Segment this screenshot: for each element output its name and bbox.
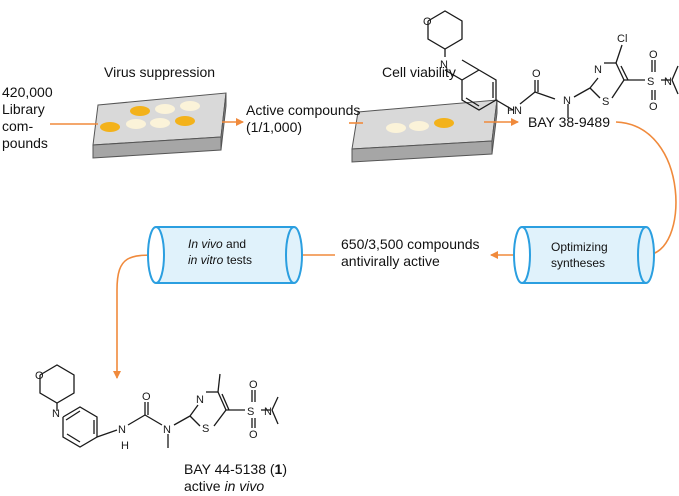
antiviral-line1: 650/3,500 compounds [341, 236, 480, 252]
active-compounds-line2: (1/1,000) [246, 119, 303, 135]
library-label-line4: pounds [2, 135, 48, 151]
active-compounds-line1: Active compounds [246, 102, 361, 118]
cell-viability-label: Cell viability [382, 64, 456, 80]
optimizing-line2: syntheses [551, 256, 606, 270]
final-compound-activity: active in vivo [184, 478, 265, 494]
tests-line2: in vitro tests [188, 253, 253, 267]
well [180, 101, 200, 111]
library-count: 420,000 [2, 84, 53, 100]
atom-n: N [514, 105, 522, 117]
atom-n: N [594, 64, 602, 76]
arrow-bay-to-optimizing [615, 121, 677, 256]
library-label-line2: Library [2, 101, 45, 117]
well [126, 119, 146, 129]
atom-n: N [163, 424, 171, 436]
atom-o: O [532, 68, 541, 80]
atom-s: S [202, 423, 209, 435]
atom-h: H [507, 105, 515, 117]
atom-s: S [602, 96, 609, 108]
cell-viability-plate [351, 99, 498, 163]
atom-n: N [196, 394, 204, 406]
atom-o: O [249, 379, 258, 391]
optimizing-line1: Optimizing [551, 240, 608, 254]
atom-n: N [664, 76, 672, 88]
atom-n: N [264, 406, 272, 418]
atom-n: N [52, 408, 60, 420]
well-yellow [130, 106, 150, 116]
atom-n: N [118, 424, 126, 436]
atom-s: S [247, 406, 254, 418]
atom-o: O [649, 101, 658, 113]
well [155, 104, 175, 114]
atom-s: S [647, 76, 654, 88]
well [150, 118, 170, 128]
atom-n: N [563, 95, 571, 107]
virus-suppression-label: Virus suppression [104, 64, 216, 80]
atom-o: O [142, 391, 151, 403]
atom-o: O [649, 49, 658, 61]
molecule-bay-44-5138 [39, 364, 279, 448]
atom-o: O [35, 370, 44, 382]
atom-o: O [249, 429, 258, 441]
final-compound-name: BAY 44-5138 (1) [184, 461, 288, 477]
well-yellow [434, 118, 454, 128]
antiviral-line2: antivirally active [341, 253, 440, 269]
virus-suppression-plate [92, 92, 227, 159]
tests-line1: In vivo and [188, 237, 247, 251]
tests-cylinder [147, 226, 303, 284]
well-yellow [100, 122, 120, 132]
atom-h: H [121, 440, 129, 452]
well [409, 121, 429, 131]
optimizing-cylinder [513, 226, 655, 284]
molecule-bay-38-9489 [427, 10, 679, 118]
hit-compound-name: BAY 38-9489 [528, 114, 610, 130]
library-label-line3: com- [2, 118, 34, 134]
atom-o: O [423, 16, 432, 28]
atom-cl: Cl [617, 33, 627, 45]
well [386, 123, 406, 133]
well-yellow [175, 116, 195, 126]
atom-n: N [440, 59, 448, 71]
